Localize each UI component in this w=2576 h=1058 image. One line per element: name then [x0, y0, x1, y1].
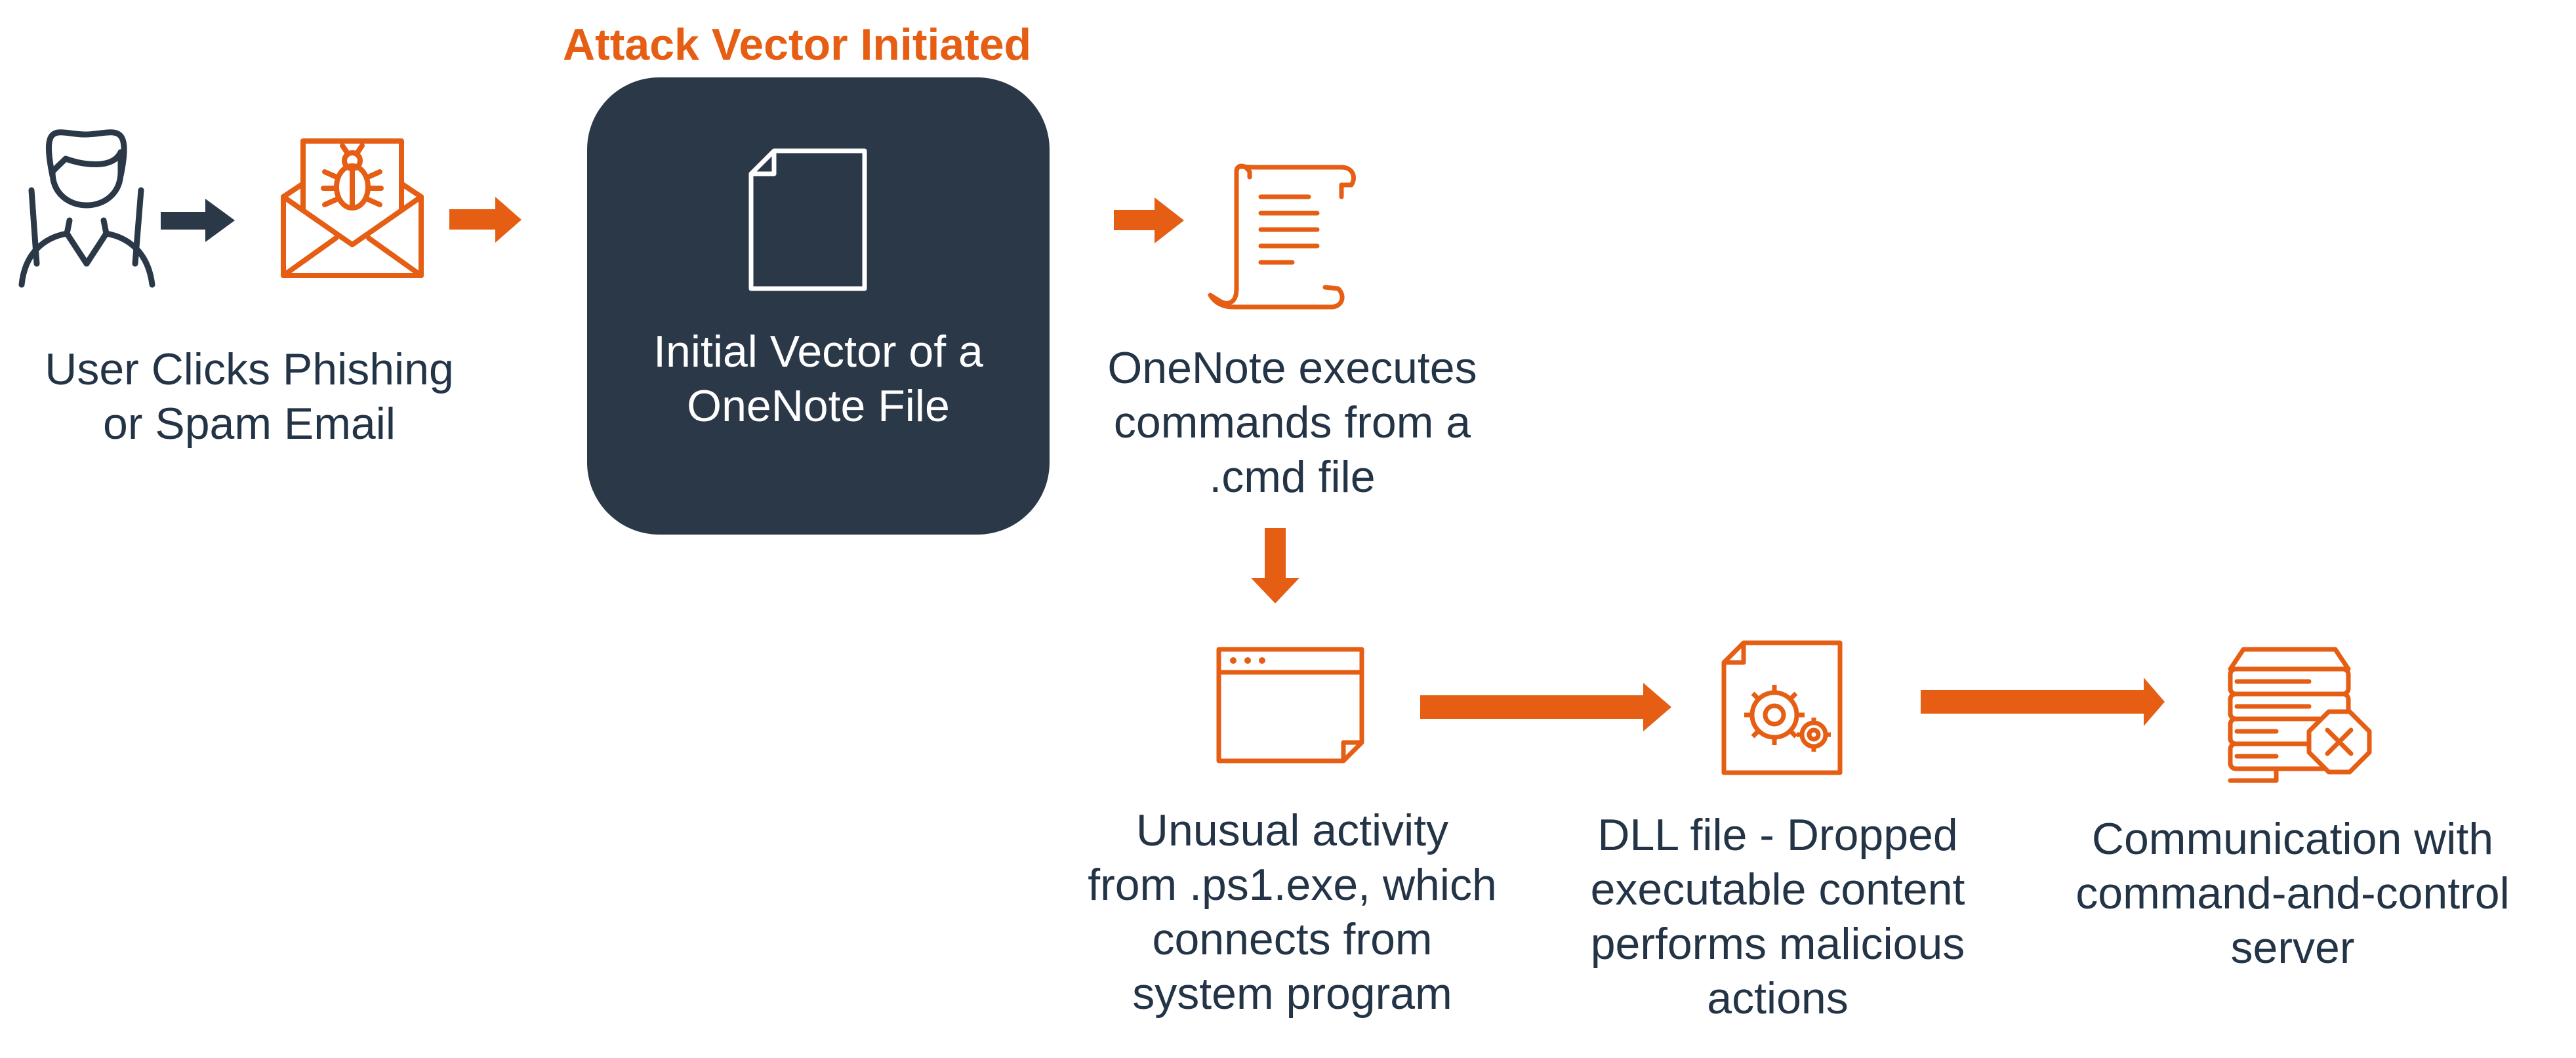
arrow-cmd-to-ps1 — [1251, 528, 1299, 603]
arrow-email-to-onenote — [449, 197, 521, 243]
label-line: Initial Vector of a — [653, 327, 983, 376]
label-line: Unusual activity — [1135, 805, 1449, 855]
label-line: .cmd file — [1209, 452, 1376, 502]
attack-vector-title: Attack Vector Initiated — [563, 20, 1032, 70]
label-line: or Spam Email — [103, 399, 396, 449]
label-line: executable content — [1590, 865, 1965, 914]
label-line: User Clicks Phishing — [45, 344, 454, 394]
step-c2-communication-label: Communication with command-and-control s… — [2040, 812, 2545, 975]
user-icon — [18, 129, 155, 288]
label-line: Communication with — [2091, 814, 2494, 864]
arrow-user-to-email — [161, 199, 235, 242]
label-line: system program — [1132, 969, 1452, 1019]
initial-vector-box — [587, 77, 1050, 535]
dll-gear-file-icon — [1721, 640, 1843, 775]
label-line: connects from — [1152, 914, 1433, 964]
arrow-onenote-to-cmd — [1114, 197, 1184, 243]
program-window-icon — [1216, 647, 1364, 763]
step-onenote-executes-label: OneNote executes commands from a .cmd fi… — [1063, 341, 1522, 504]
label-line: actions — [1707, 973, 1849, 1023]
step-unusual-activity-label: Unusual activity from .ps1.exe, which co… — [1046, 804, 1538, 1021]
block-x-icon — [2306, 709, 2372, 775]
label-line: commands from a — [1113, 397, 1471, 447]
arrow-ps1-to-dll — [1420, 683, 1671, 731]
label-line: server — [2230, 923, 2355, 973]
step-dll-file-label: DLL file - Dropped executable content pe… — [1542, 808, 2014, 1026]
step-initial-vector-label: Initial Vector of a OneNote File — [587, 325, 1050, 434]
step-user-clicks-label: User Clicks Phishing or Spam Email — [13, 342, 485, 451]
arrow-dll-to-server — [1921, 678, 2165, 726]
label-line: command-and-control — [2075, 868, 2510, 918]
window-dots — [1230, 657, 1265, 664]
label-line: from .ps1.exe, which — [1088, 860, 1497, 910]
label-line: OneNote executes — [1107, 343, 1477, 393]
phishing-email-icon — [281, 138, 424, 278]
document-icon — [748, 148, 867, 291]
label-line: OneNote File — [687, 381, 950, 431]
label-line: DLL file - Dropped — [1597, 810, 1958, 860]
label-line: performs malicious — [1590, 919, 1965, 969]
script-scroll-icon — [1208, 163, 1356, 310]
